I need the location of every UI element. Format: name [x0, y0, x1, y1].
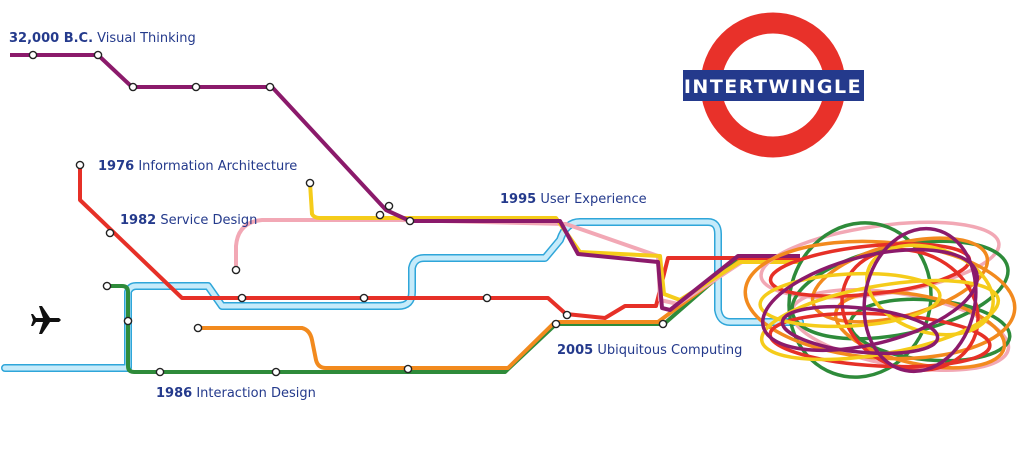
- label-user-experience: 1995 User Experience: [500, 192, 647, 207]
- station: [102, 281, 112, 291]
- station: [28, 50, 38, 60]
- user-experience-line: [1, 218, 804, 372]
- station: [93, 50, 103, 60]
- station: [123, 316, 133, 326]
- label-interaction-design: 1986 Interaction Design: [156, 386, 316, 401]
- station: [551, 319, 561, 329]
- station: [265, 82, 275, 92]
- station: [562, 310, 572, 320]
- station: [237, 293, 247, 303]
- station: [271, 367, 281, 377]
- airplane-icon: [31, 306, 61, 334]
- station: [155, 367, 165, 377]
- roundel-bar: [683, 70, 864, 101]
- station: [193, 323, 203, 333]
- intertwingled-knot: [743, 220, 1017, 379]
- station: [105, 228, 115, 238]
- station: [384, 201, 394, 211]
- station: [191, 82, 201, 92]
- logo-text: INTERTWINGLE: [684, 76, 862, 98]
- label-visual-thinking: 32,000 B.C. Visual Thinking: [9, 31, 196, 46]
- station: [128, 82, 138, 92]
- station: [375, 210, 385, 220]
- station: [359, 293, 369, 303]
- label-service-design: 1982 Service Design: [120, 213, 257, 228]
- station: [405, 216, 415, 226]
- station: [658, 319, 668, 329]
- label-information-architecture: 1976 Information Architecture: [98, 159, 297, 174]
- label-ubiquitous-computing: 2005 Ubiquitous Computing: [557, 343, 742, 358]
- station: [75, 160, 85, 170]
- stations: [28, 50, 668, 377]
- ubiquitous-computing-line: [198, 256, 800, 370]
- interaction-design-line: [107, 254, 800, 374]
- station: [482, 293, 492, 303]
- visual-thinking-line: [10, 53, 800, 312]
- underground-roundel-logo: INTERTWINGLE: [683, 12, 864, 158]
- yellow-line: [308, 182, 800, 302]
- station: [231, 265, 241, 275]
- station: [305, 178, 315, 188]
- station: [403, 364, 413, 374]
